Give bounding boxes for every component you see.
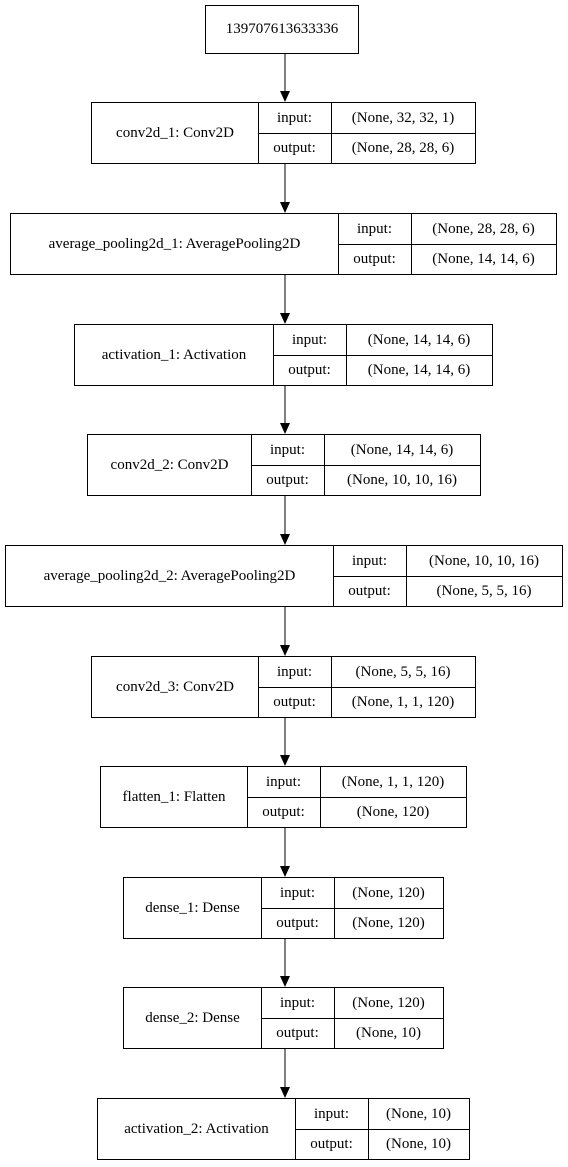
input-shape: (None, 120) — [352, 994, 425, 1011]
output-label: output: — [353, 250, 396, 267]
arrow-head — [280, 423, 290, 434]
arrow-head — [280, 1087, 290, 1098]
row-divider — [338, 244, 556, 245]
arrow-head — [280, 534, 290, 545]
output-label: output: — [273, 139, 316, 156]
layer-name: dense_2: Dense — [145, 1009, 240, 1026]
output-shape: (None, 5, 5, 16) — [436, 582, 532, 599]
input-label: input: — [356, 220, 392, 237]
layer-node: average_pooling2d_2: AveragePooling2D inp… — [5, 545, 563, 607]
output-shape: (None, 14, 14, 6) — [432, 250, 535, 267]
arrow-head — [280, 866, 290, 877]
input-label: input: — [276, 663, 312, 680]
layer-node: activation_2: Activation input: output: (No… — [97, 1098, 470, 1160]
input-label: input: — [313, 1105, 349, 1122]
output-shape: (None, 10) — [386, 1135, 451, 1152]
arrow-head — [280, 976, 290, 987]
arrow-head — [280, 91, 290, 102]
layer-node: conv2d_2: Conv2D input: output: (None, 14, … — [87, 434, 481, 496]
row-divider — [247, 797, 466, 798]
output-shape: (None, 1, 1, 120) — [351, 693, 455, 710]
input-shape: (None, 10) — [386, 1105, 451, 1122]
output-label: output: — [288, 361, 331, 378]
layer-name: conv2d_1: Conv2D — [116, 124, 234, 141]
output-label: output: — [276, 1024, 319, 1041]
output-label: output: — [273, 693, 316, 710]
output-shape: (None, 14, 14, 6) — [367, 361, 471, 378]
root-node-label: 139707613633336 — [225, 21, 339, 37]
layer-node: activation_1: Activation input: output: (No… — [74, 324, 493, 386]
input-label: input: — [276, 109, 312, 126]
input-shape: (None, 10, 10, 16) — [429, 552, 539, 569]
layer-name: average_pooling2d_2: AveragePooling2D — [43, 567, 296, 584]
input-shape: (None, 1, 1, 120) — [341, 773, 445, 790]
layer-node: dense_2: Dense input: output: (None, 120) (N… — [123, 987, 444, 1049]
input-label: input: — [279, 994, 315, 1011]
arrow-head — [280, 202, 290, 213]
arrow-head — [280, 755, 290, 766]
row-divider — [258, 133, 475, 134]
layer-name: activation_2: Activation — [124, 1120, 269, 1137]
row-divider — [261, 1018, 443, 1019]
input-shape: (None, 120) — [352, 884, 425, 901]
input-label: input: — [265, 773, 301, 790]
layer-node: conv2d_1: Conv2D input: output: (None, 32, … — [91, 102, 476, 164]
layer-name: flatten_1: Flatten — [122, 788, 226, 805]
output-shape: (None, 10) — [356, 1024, 421, 1041]
layer-name: average_pooling2d_1: AveragePooling2D — [48, 235, 301, 252]
input-shape: (None, 14, 14, 6) — [350, 441, 454, 458]
output-label: output: — [276, 914, 319, 931]
output-shape: (None, 120) — [352, 914, 425, 931]
arrow-head — [280, 313, 290, 324]
output-shape: (None, 10, 10, 16) — [347, 471, 457, 488]
input-shape: (None, 14, 14, 6) — [367, 331, 471, 348]
input-label: input: — [351, 552, 387, 569]
input-shape: (None, 28, 28, 6) — [432, 220, 535, 237]
layer-node: average_pooling2d_1: AveragePooling2D inp… — [10, 213, 557, 275]
output-label: output: — [348, 582, 391, 599]
input-label: input: — [279, 884, 315, 901]
row-divider — [273, 355, 492, 356]
layer-name: dense_1: Dense — [145, 899, 240, 916]
row-divider — [251, 465, 480, 466]
row-divider — [261, 908, 443, 909]
layer-name: conv2d_3: Conv2D — [116, 678, 234, 695]
output-label: output: — [262, 803, 305, 820]
layer-name: conv2d_2: Conv2D — [110, 456, 229, 473]
layer-node: dense_1: Dense input: output: (None, 120) (N… — [123, 877, 444, 939]
layer-name: activation_1: Activation — [101, 346, 247, 363]
root-node: 139707613633336 — [205, 5, 359, 54]
row-divider — [295, 1129, 469, 1130]
arrow-head — [280, 645, 290, 656]
layer-node: flatten_1: Flatten input: output: (None, 1,… — [100, 766, 467, 828]
output-shape: (None, 120) — [356, 803, 430, 820]
input-shape: (None, 5, 5, 16) — [355, 663, 451, 680]
output-label: output: — [310, 1135, 353, 1152]
row-divider — [258, 687, 475, 688]
input-label: input: — [291, 331, 327, 348]
input-label: input: — [269, 441, 305, 458]
output-shape: (None, 28, 28, 6) — [351, 139, 455, 156]
row-divider — [333, 576, 562, 577]
input-shape: (None, 32, 32, 1) — [351, 109, 455, 126]
output-label: output: — [266, 471, 309, 488]
layer-node: conv2d_3: Conv2D input: output: (None, 5, 5… — [91, 656, 476, 718]
